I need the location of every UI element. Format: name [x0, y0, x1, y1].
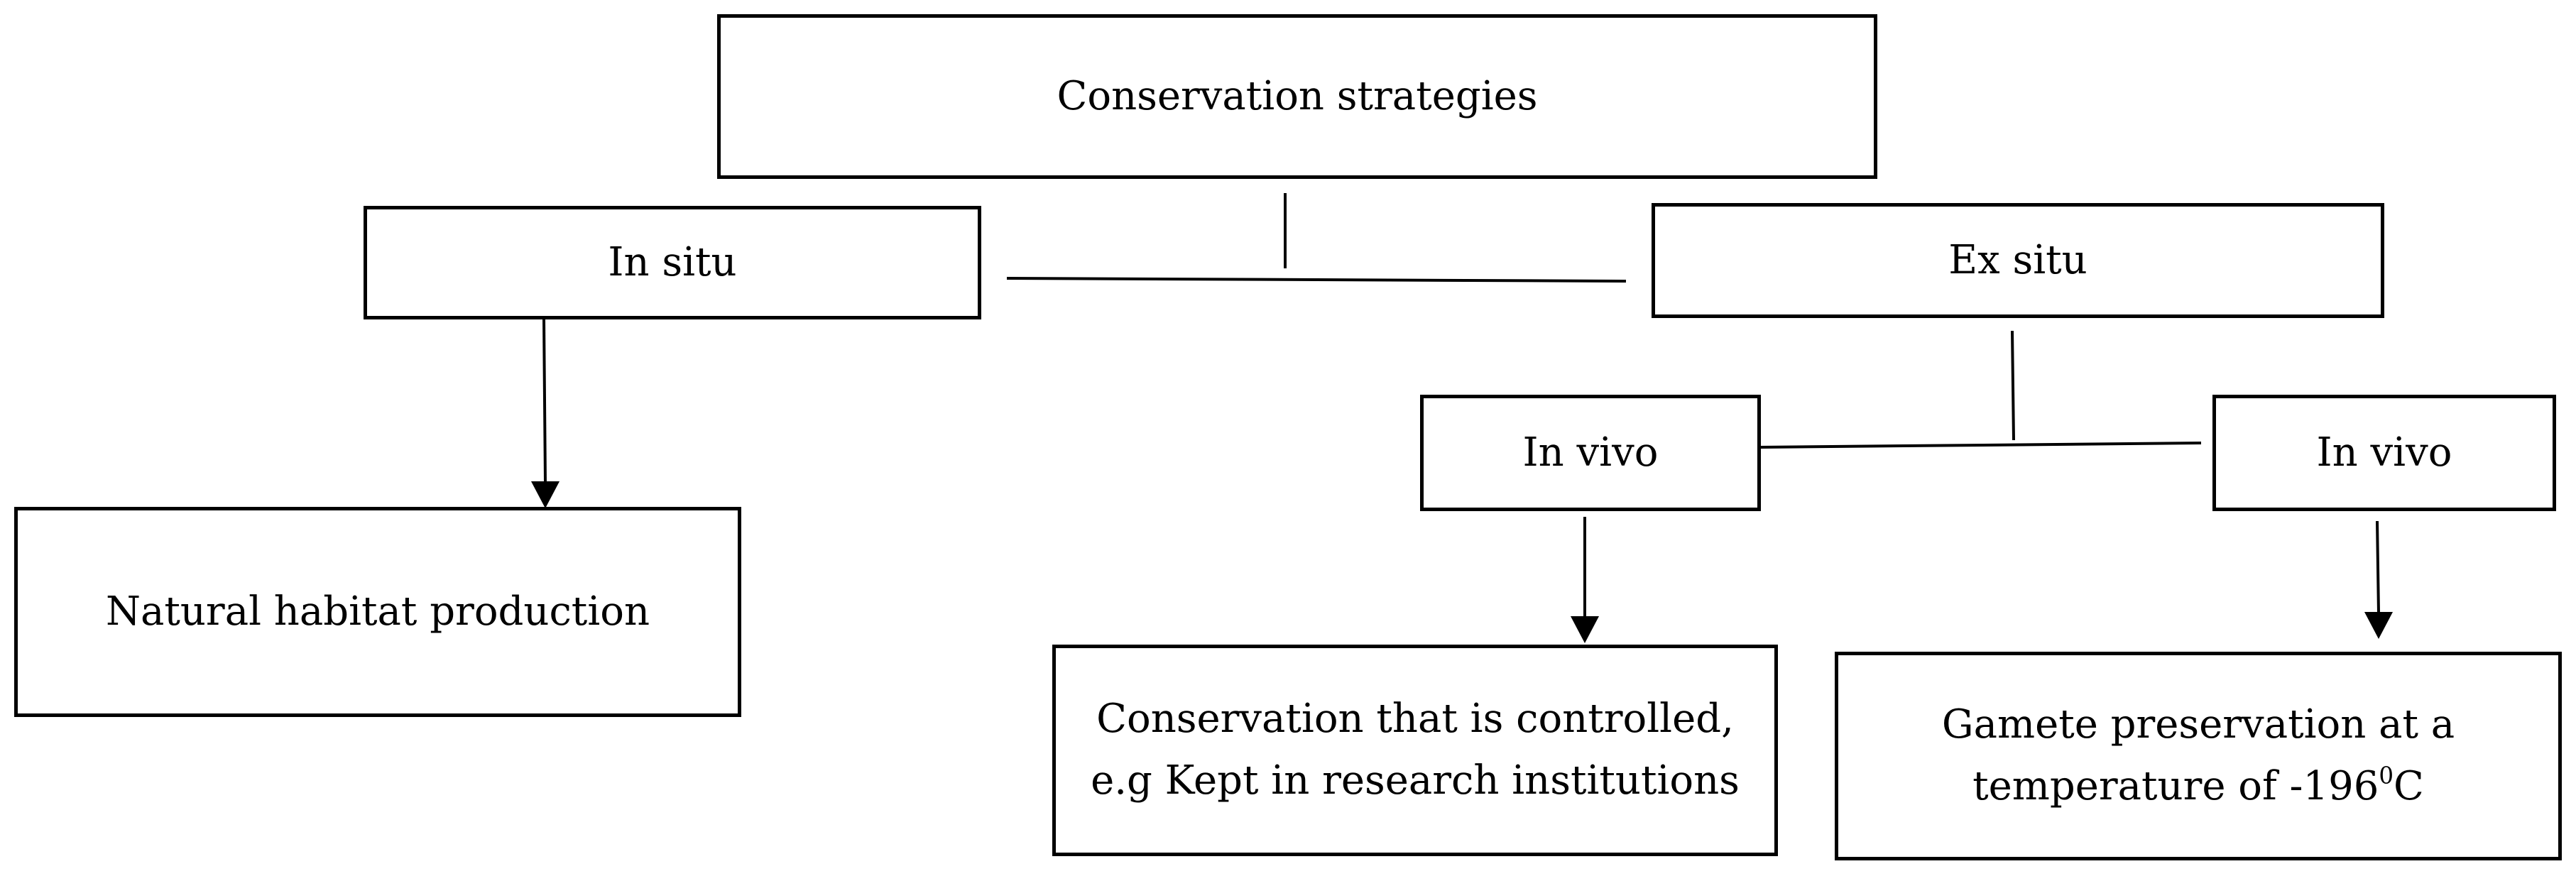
in-situ-node-label: In situ: [608, 239, 737, 285]
gamete-temperature-prefix: temperature of -196: [1972, 763, 2379, 809]
in-situ-result-node: Natural habitat production: [14, 507, 741, 717]
in-situ-arrow-head: [531, 481, 560, 508]
ex-situ-node: Ex situ: [1652, 203, 2384, 318]
in-vivo-connector-line: [1759, 442, 2202, 449]
controlled-conservation-line-2: e.g Kept in research institutions: [1091, 757, 1740, 804]
gamete-degree-superscript: 0: [2379, 762, 2394, 789]
root-node: Conservation strategies: [717, 14, 1877, 179]
root-node-label: Conservation strategies: [1057, 72, 1538, 119]
in-vivo-right-arrow-head: [2364, 612, 2393, 639]
controlled-conservation-line-1: Conservation that is controlled,: [1096, 696, 1734, 743]
controlled-conservation-node: Conservation that is controlled, e.g Kep…: [1052, 645, 1778, 856]
in-situ-result-node-label: Natural habitat production: [105, 588, 650, 635]
in-situ-arrow-line: [542, 317, 547, 483]
gamete-preservation-node: Gamete preservation at a temperature of …: [1835, 652, 2562, 860]
in-situ-ex-situ-connector-line: [1006, 277, 1627, 283]
in-situ-node: In situ: [364, 206, 981, 319]
in-vivo-left-node: In vivo: [1420, 395, 1761, 511]
in-vivo-left-arrow-head: [1571, 616, 1599, 643]
gamete-temperature-unit: C: [2394, 763, 2424, 809]
in-vivo-right-arrow-line: [2376, 520, 2380, 614]
in-vivo-right-node: In vivo: [2212, 395, 2556, 511]
gamete-preservation-line-2: temperature of -1960C: [1972, 756, 2424, 818]
in-vivo-right-node-label: In vivo: [2316, 429, 2452, 476]
ex-situ-stem-line: [2011, 330, 2015, 441]
gamete-preservation-line-1: Gamete preservation at a: [1941, 701, 2455, 748]
in-vivo-left-node-label: In vivo: [1522, 429, 1659, 476]
ex-situ-node-label: Ex situ: [1948, 236, 2087, 283]
